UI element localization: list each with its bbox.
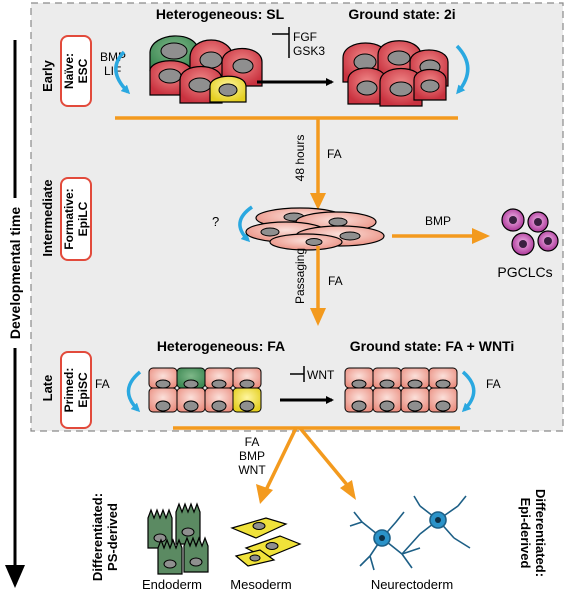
intermediate-unknown-signal: ? [212,214,219,229]
output-mesoderm: Mesoderm [230,577,291,592]
stage-box-late [60,351,92,429]
late-right-title: Ground state: FA + WNTi [350,338,515,354]
branch-product-label: PGCLCs [497,264,552,280]
orange-arrowhead-icon [310,193,326,210]
stage-box-early [60,35,92,107]
branch-signal-label: BMP [425,214,451,228]
esc-ground-state-colony [342,40,449,107]
inhibitor-fgf: FGF [293,30,317,44]
esc-heterogeneous-colony [149,35,263,104]
early-left-title: Heterogeneous: SL [156,6,285,22]
late-right-signal: FA [486,377,501,391]
stage-box-intermediate [60,177,92,261]
late-left-title: Heterogeneous: FA [157,338,285,354]
recycle-arrow-icon [126,370,142,413]
stage-intermediate: Intermediate Formative: EpiLC 48 hours F… [40,118,559,326]
output-endoderm: Endoderm [142,577,202,592]
inhibitor-wnt: WNT [307,368,335,382]
epi-derived-label-line2: Epi-derived [518,498,533,569]
diff-signal-fa: FA [245,435,260,449]
diff-signal-bmp: BMP [239,449,265,463]
stage-cell-intermediate: EpiLC [76,201,90,236]
endoderm-cells [147,502,209,575]
stage-state-late: Primed: [62,368,76,413]
axis-arrowhead-icon [5,565,25,588]
inhibitor-gsk3: GSK3 [293,44,325,58]
stage-label-intermediate: Intermediate [40,179,55,256]
stage-state-intermediate: Formative: [62,188,76,249]
output-neurectoderm: Neurectoderm [371,577,453,592]
recycle-arrow-icon [114,50,131,95]
stage-cell-early: ESC [76,58,90,83]
episc-ground-state-sheet [344,367,458,413]
recycle-arrow-icon [238,205,254,243]
recycle-arrow-icon [455,44,470,95]
early-right-title: Ground state: 2i [348,6,455,22]
episc-heterogeneous-sheet [148,367,262,413]
differentiation-section: FA BMP WNT Differentiated: PS-derived Di… [90,426,548,592]
developmental-time-axis: Developmental time [4,40,26,588]
stage-state-early: Naïve: [62,53,76,89]
orange-arrowhead-icon [310,308,326,326]
orange-arrowhead-icon [340,480,356,500]
orange-arrowhead-icon [256,484,273,504]
stage-label-late: Late [40,375,55,402]
diff-signal-wnt: WNT [238,463,266,477]
stage-cell-late: EpiSC [76,372,90,408]
ps-derived-label-line1: Differentiated: [90,493,105,581]
exit-factor-label: FA [328,274,343,288]
mesoderm-cells [230,517,302,567]
neurectoderm-cells [349,495,471,571]
ps-derived-label-line2: PS-derived [105,503,120,571]
epilc-cluster [245,207,385,251]
passaging-label: Passaging [293,248,307,304]
recycle-arrow-icon [461,370,476,413]
epi-derived-label-line1: Differentiated: [533,489,548,577]
late-left-signal: FA [95,377,110,391]
stage-late: Late Primed: EpiSC Heterogeneous: FA Gro… [40,338,515,430]
stage-label-early: Early [40,59,55,92]
stage-early: Early Naïve: ESC Heterogeneous: SL Groun… [40,6,470,120]
pgclc-cells [501,208,559,256]
entry-factor-label: FA [327,147,342,161]
axis-label: Developmental time [7,207,23,339]
timing-label: 48 hours [293,135,307,182]
orange-arrowhead-icon [472,228,490,244]
